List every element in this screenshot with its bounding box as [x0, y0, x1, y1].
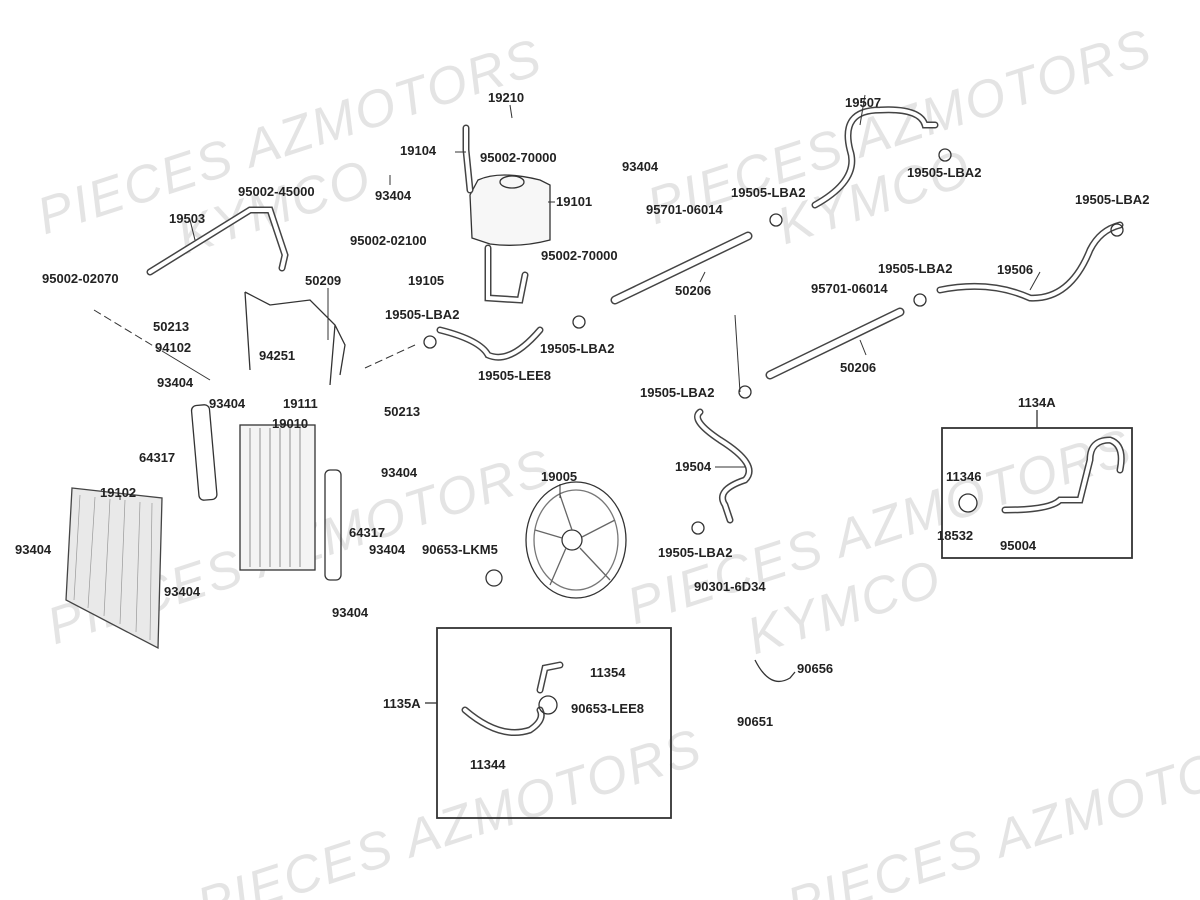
part-label[interactable]: 93404: [157, 375, 194, 390]
part-label[interactable]: 19005: [541, 469, 578, 484]
part-label[interactable]: 19505-LBA2: [1075, 192, 1150, 207]
part-label[interactable]: 94102: [155, 340, 192, 355]
part-label[interactable]: 19505-LBA2: [640, 385, 715, 400]
part-label[interactable]: 93404: [622, 159, 659, 174]
part-label[interactable]: 95701-06014: [646, 202, 723, 217]
part-label[interactable]: 95002-70000: [480, 150, 557, 165]
part-label[interactable]: 11346: [946, 469, 982, 484]
part-label[interactable]: 19104: [400, 143, 437, 158]
part-label[interactable]: 94251: [259, 348, 296, 363]
part-label[interactable]: 95004: [1000, 538, 1037, 553]
part-label[interactable]: 95701-06014: [811, 281, 888, 296]
part-label[interactable]: 19505-LEE8: [478, 368, 551, 383]
part-label[interactable]: 93404: [332, 605, 369, 620]
part-label[interactable]: 50206: [675, 283, 712, 298]
part-label[interactable]: 1134A: [1018, 395, 1056, 410]
part-label[interactable]: 19105: [408, 273, 445, 288]
part-label[interactable]: 11354: [590, 665, 626, 680]
grille-shape: [65, 487, 163, 650]
part-label[interactable]: 93404: [164, 584, 201, 599]
part-label[interactable]: 19505-LBA2: [907, 165, 982, 180]
part-label[interactable]: 19505-LBA2: [731, 185, 806, 200]
part-label[interactable]: 19503: [169, 211, 206, 226]
part-label[interactable]: 19111: [283, 396, 318, 411]
part-label[interactable]: 95002-45000: [238, 184, 315, 199]
part-label[interactable]: 19505-LBA2: [385, 307, 460, 322]
part-label[interactable]: 90651: [737, 714, 774, 729]
part-label[interactable]: 19506: [997, 262, 1034, 277]
part-label[interactable]: 93404: [375, 188, 412, 203]
part-label[interactable]: 90653-LKM5: [422, 542, 498, 557]
part-label[interactable]: 19505-LBA2: [878, 261, 953, 276]
kit-box-1135a: [436, 627, 672, 819]
part-label[interactable]: 90656: [797, 661, 834, 676]
part-label[interactable]: 93404: [381, 465, 418, 480]
part-label[interactable]: 11344: [470, 757, 506, 772]
part-label[interactable]: 19010: [272, 416, 309, 431]
part-label[interactable]: 19505-LBA2: [540, 341, 615, 356]
radiator-shape: [239, 424, 316, 571]
part-label[interactable]: 93404: [209, 396, 246, 411]
part-label[interactable]: 19210: [488, 90, 525, 105]
part-label[interactable]: 1135A: [383, 696, 421, 711]
part-label[interactable]: 64317: [349, 525, 386, 540]
reservoir-shape: [469, 174, 551, 246]
part-label[interactable]: 95002-02100: [350, 233, 427, 248]
part-label[interactable]: 93404: [369, 542, 406, 557]
part-label[interactable]: 19102: [100, 485, 137, 500]
part-label[interactable]: 95002-70000: [541, 248, 618, 263]
clamp-shapes: [423, 148, 1124, 715]
fan-shape: [525, 481, 627, 599]
part-label[interactable]: 90653-LEE8: [571, 701, 644, 716]
part-label[interactable]: 95002-02070: [42, 271, 119, 286]
part-label[interactable]: 18532: [937, 528, 974, 543]
part-label[interactable]: 50206: [840, 360, 877, 375]
part-label[interactable]: 19505-LBA2: [658, 545, 733, 560]
frame-shape: [244, 291, 346, 386]
part-label[interactable]: 50213: [384, 404, 421, 419]
part-label[interactable]: 90301-6D34: [694, 579, 766, 594]
part-label[interactable]: 50209: [305, 273, 342, 288]
part-label[interactable]: 19504: [675, 459, 712, 474]
part-label[interactable]: 50213: [153, 319, 190, 334]
part-label[interactable]: 19101: [556, 194, 593, 209]
part-label[interactable]: 19507: [845, 95, 882, 110]
part-label[interactable]: 64317: [139, 450, 176, 465]
part-label[interactable]: 93404: [15, 542, 52, 557]
